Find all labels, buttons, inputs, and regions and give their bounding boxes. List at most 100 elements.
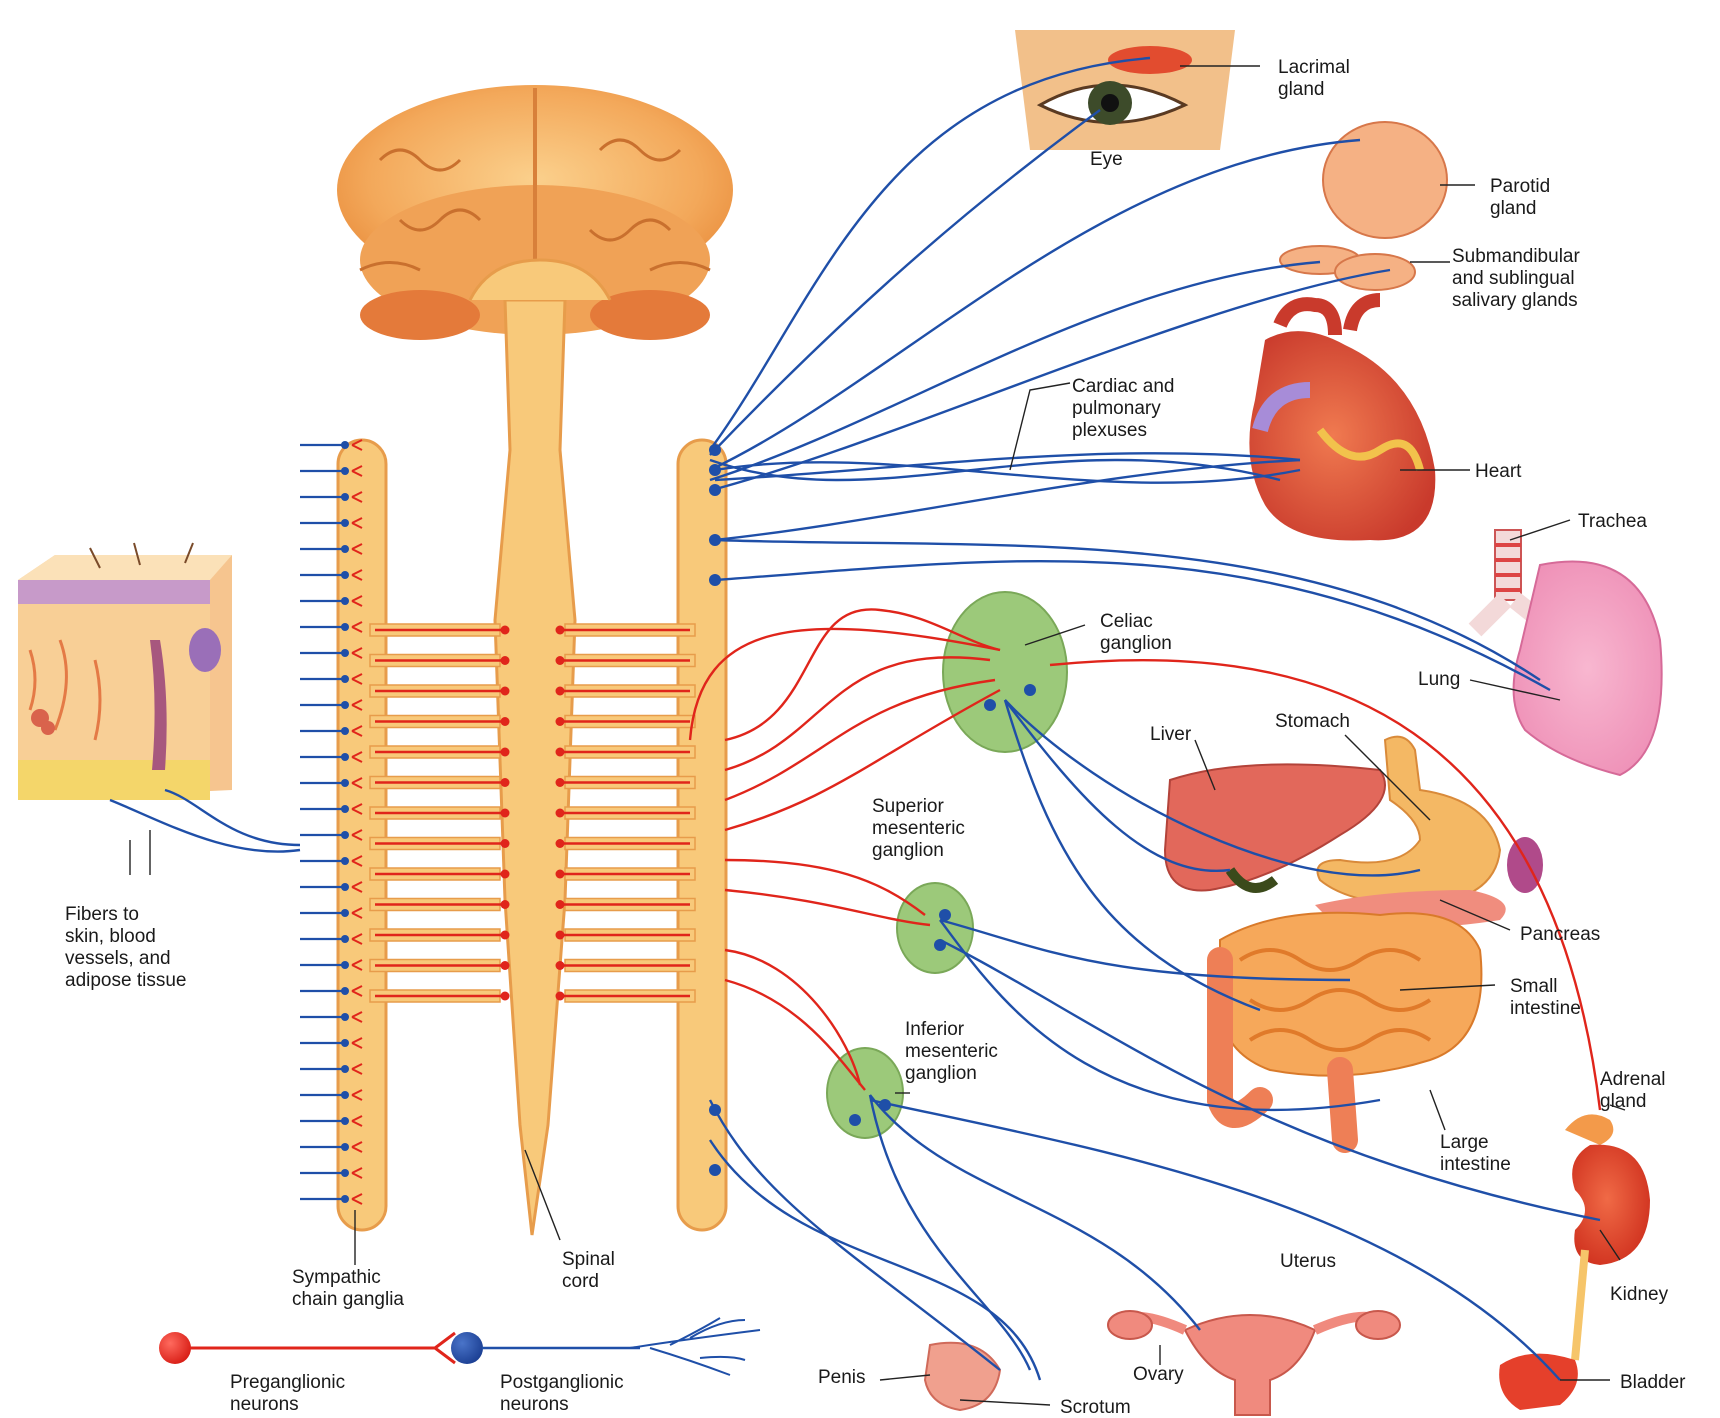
legend-postganglionic: Postganglionic neurons bbox=[451, 1318, 760, 1415]
postganglionic-cell-body bbox=[341, 675, 349, 683]
skin-tissue-block bbox=[18, 543, 232, 800]
preganglionic-cell-body bbox=[501, 870, 510, 879]
uterus bbox=[1108, 1311, 1400, 1415]
postganglionic-cell-body bbox=[341, 831, 349, 839]
eye bbox=[1015, 30, 1235, 150]
label-adrenal-gland: Adrenal gland bbox=[1600, 1069, 1671, 1112]
superior-mesenteric-ganglion bbox=[897, 883, 973, 973]
label-uterus: Uterus bbox=[1280, 1251, 1336, 1272]
bladder bbox=[1499, 1354, 1578, 1410]
postganglionic-cell-body bbox=[341, 701, 349, 709]
preganglionic-cell-body bbox=[556, 870, 565, 879]
neuron-dot bbox=[934, 939, 946, 951]
postganglionic-cell-body bbox=[341, 857, 349, 865]
postganglionic-cell-body bbox=[341, 753, 349, 761]
label-bladder: Bladder bbox=[1620, 1372, 1686, 1393]
neuron-dot bbox=[709, 484, 721, 496]
label-ovary: Ovary bbox=[1133, 1364, 1184, 1385]
neuron-dot bbox=[709, 534, 721, 546]
label-spinal-cord: Spinal cord bbox=[562, 1249, 620, 1292]
postganglionic-cell-body bbox=[341, 1117, 349, 1125]
postganglionic-cell-body bbox=[341, 961, 349, 969]
legend-postganglionic-label: Postganglionic neurons bbox=[500, 1372, 629, 1415]
postganglionic-cell-body bbox=[341, 441, 349, 449]
legend-preganglionic: Preganglionic neurons bbox=[159, 1332, 455, 1415]
preganglionic-cell-body bbox=[501, 778, 510, 787]
celiac-ganglion bbox=[943, 592, 1067, 752]
preganglionic-cell-body bbox=[556, 626, 565, 635]
postganglionic-cell-body bbox=[341, 1065, 349, 1073]
postganglionic-cell-body bbox=[341, 519, 349, 527]
label-kidney: Kidney bbox=[1610, 1284, 1669, 1305]
preganglionic-cell-body bbox=[501, 656, 510, 665]
postganglionic-nerve bbox=[710, 110, 1100, 455]
preganglionic-nerve bbox=[725, 890, 930, 925]
legend: Preganglionic neurons Postganglionic neu… bbox=[159, 1318, 760, 1415]
postganglionic-nerve bbox=[165, 790, 300, 845]
neuron-dot bbox=[709, 1104, 721, 1116]
postganglionic-cell-body bbox=[341, 571, 349, 579]
postganglionic-cell-body bbox=[341, 1039, 349, 1047]
postganglionic-cell-body bbox=[341, 597, 349, 605]
label-sympathetic-chain: Sympathic chain ganglia bbox=[292, 1267, 404, 1310]
neuron-dot bbox=[939, 909, 951, 921]
postganglionic-cell-body bbox=[341, 467, 349, 475]
postganglionic-cell-body bbox=[341, 1091, 349, 1099]
postganglionic-cell-body bbox=[341, 935, 349, 943]
label-scrotum: Scrotum bbox=[1060, 1397, 1131, 1418]
neuron-dot bbox=[709, 1164, 721, 1176]
label-stomach: Stomach bbox=[1275, 711, 1350, 732]
label-small-intestine: Small intestine bbox=[1510, 976, 1581, 1019]
label-fibers-to-skin: Fibers to skin, blood vessels, and adipo… bbox=[65, 904, 186, 991]
postganglionic-cell-body bbox=[341, 727, 349, 735]
postganglionic-nerve bbox=[870, 1095, 1200, 1330]
small-intestine bbox=[1220, 913, 1482, 1076]
postganglionic-cell-body bbox=[341, 909, 349, 917]
postganglionic-nerve bbox=[715, 460, 1300, 540]
label-liver: Liver bbox=[1150, 724, 1192, 745]
preganglionic-cell-body bbox=[556, 961, 565, 970]
heart bbox=[1249, 300, 1435, 541]
preganglionic-cell-body bbox=[501, 931, 510, 940]
postganglionic-nerve bbox=[710, 1140, 1040, 1380]
preganglionic-cell-body bbox=[501, 809, 510, 818]
postganglionic-nerve bbox=[110, 800, 300, 852]
neuron-dot bbox=[1024, 684, 1036, 696]
neuron-dot bbox=[709, 444, 721, 456]
preganglionic-cell-body bbox=[501, 626, 510, 635]
postganglionic-cell-body bbox=[341, 805, 349, 813]
preganglionic-cell-body bbox=[556, 778, 565, 787]
preganglionic-nerve bbox=[725, 860, 925, 915]
label-penis: Penis bbox=[818, 1367, 866, 1388]
preganglionic-cell-body bbox=[556, 656, 565, 665]
neuron-dot bbox=[709, 464, 721, 476]
preganglionic-cell-body bbox=[556, 748, 565, 757]
preganglionic-cell-body bbox=[556, 992, 565, 1001]
preganglionic-cell-body bbox=[556, 717, 565, 726]
preganglionic-cell-body bbox=[556, 687, 565, 696]
postganglionic-cell-body bbox=[341, 1169, 349, 1177]
postganglionic-cell-body bbox=[341, 623, 349, 631]
label-heart: Heart bbox=[1475, 461, 1522, 482]
salivary-glands bbox=[1280, 246, 1415, 290]
label-parotid-gland: Parotid gland bbox=[1490, 176, 1555, 219]
preganglionic-cell-body bbox=[556, 839, 565, 848]
label-trachea: Trachea bbox=[1578, 511, 1647, 532]
neuron-dot bbox=[709, 574, 721, 586]
adrenal-gland bbox=[1565, 1114, 1613, 1145]
preganglionic-cell-body bbox=[556, 931, 565, 940]
postganglionic-nerve bbox=[870, 1095, 1030, 1370]
postganglionic-cell-body bbox=[341, 883, 349, 891]
postganglionic-cell-body bbox=[341, 1195, 349, 1203]
preganglionic-cell-body bbox=[501, 687, 510, 696]
preganglionic-cell-body bbox=[501, 748, 510, 757]
postganglionic-cell-body bbox=[341, 1143, 349, 1151]
label-inferior-mesenteric-ganglion: Inferior mesenteric ganglion bbox=[905, 1019, 1003, 1084]
postganglionic-cell-body bbox=[341, 545, 349, 553]
postganglionic-cell-body bbox=[341, 779, 349, 787]
label-lung: Lung bbox=[1418, 669, 1460, 690]
neuron-dot bbox=[984, 699, 996, 711]
preganglionic-cell-body bbox=[556, 900, 565, 909]
label-cardiac-plexuses: Cardiac and pulmonary plexuses bbox=[1072, 376, 1180, 441]
